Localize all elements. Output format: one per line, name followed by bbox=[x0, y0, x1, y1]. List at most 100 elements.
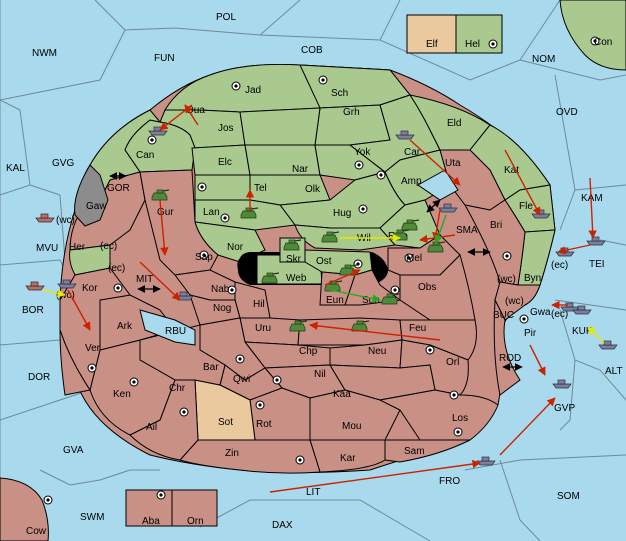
land-label-ver: Ver bbox=[85, 343, 101, 354]
sea-label-gva: GVA bbox=[63, 445, 84, 456]
sea-label-rbu: RBU bbox=[165, 326, 186, 337]
sea-label-alt: ALT bbox=[605, 366, 623, 377]
land-label-rot: Rot bbox=[256, 419, 272, 430]
province-orn[interactable] bbox=[171, 489, 218, 527]
land-label-orn: Orn bbox=[187, 516, 204, 527]
sea-label-nom: NOM bbox=[532, 54, 555, 65]
province-ver[interactable] bbox=[59, 329, 91, 396]
sea-label-nwm: NWM bbox=[32, 48, 57, 59]
land-label-hil: Hil bbox=[253, 299, 265, 310]
sea-label-kam: KAM bbox=[581, 193, 603, 204]
land-label-sam: Sam bbox=[404, 446, 425, 457]
land-label-ost: Ost bbox=[316, 256, 332, 267]
coast-label-kor-ec: (ec) bbox=[108, 263, 125, 274]
land-label-chr: Chr bbox=[169, 383, 186, 394]
land-label-byn: Byn bbox=[524, 273, 541, 284]
sea-label-gvp: GVP bbox=[554, 403, 575, 414]
province-zin[interactable] bbox=[179, 439, 321, 474]
sea-label-som: SOM bbox=[557, 491, 580, 502]
province-nar[interactable] bbox=[244, 144, 321, 176]
coast-label-gwa-ec: (ec) bbox=[551, 309, 568, 320]
sea-sma-inlet bbox=[417, 169, 459, 201]
land-label-eun: Eun bbox=[326, 295, 344, 306]
province-pir[interactable] bbox=[493, 298, 521, 396]
province-con[interactable] bbox=[559, 0, 626, 71]
land-label-ark: Ark bbox=[117, 321, 133, 332]
land-label-mel: Mel bbox=[406, 253, 422, 264]
land-label-elc: Elc bbox=[218, 157, 232, 168]
land-label-her: Her bbox=[69, 242, 86, 253]
province-sam[interactable] bbox=[384, 439, 471, 463]
province-cow[interactable] bbox=[0, 477, 49, 541]
province-kar[interactable] bbox=[309, 439, 386, 473]
land-label-eld: Eld bbox=[447, 118, 461, 129]
land-label-kar: Kar bbox=[340, 453, 356, 464]
land-label-hug: Hug bbox=[333, 208, 351, 219]
province-qua-inner[interactable] bbox=[239, 107, 321, 146]
land-label-grh: Grh bbox=[343, 107, 360, 118]
land-label-uru: Uru bbox=[255, 323, 271, 334]
land-label-sap: Sap bbox=[195, 252, 213, 263]
land-label-kor: Kor bbox=[82, 283, 98, 294]
land-label-cow: Cow bbox=[26, 526, 47, 537]
coast-label-byn-ec: (ec) bbox=[551, 260, 568, 271]
land-label-aba: Aba bbox=[142, 516, 160, 527]
land-label-elf: Elf bbox=[426, 39, 438, 50]
land-label-los: Los bbox=[452, 413, 468, 424]
coast-label-kor-wc: (wc) bbox=[56, 290, 75, 301]
land-label-sch: Sch bbox=[331, 88, 348, 99]
land-label-bri: Bri bbox=[490, 220, 502, 231]
sea-label-tei: TEI bbox=[589, 259, 605, 270]
land-label-gaw: Gaw bbox=[86, 201, 107, 212]
sea-label-ovd: OVD bbox=[556, 107, 578, 118]
province-los[interactable] bbox=[378, 389, 499, 441]
land-label-jad: Jad bbox=[245, 85, 261, 96]
province-nog[interactable] bbox=[189, 294, 241, 326]
land-label-feu: Feu bbox=[409, 323, 426, 334]
land-label-hel: Hel bbox=[465, 39, 480, 50]
land-label-obs: Obs bbox=[418, 282, 436, 293]
land-label-lan: Lan bbox=[203, 207, 220, 218]
land-label-qua: Qua bbox=[186, 105, 205, 116]
sea-label-fro: FRO bbox=[439, 476, 460, 487]
sea-rbu-inlet bbox=[139, 309, 196, 346]
land-label-yok: Yok bbox=[354, 147, 371, 158]
land-label-con: Con bbox=[594, 37, 612, 48]
land-label-nog: Nog bbox=[213, 303, 231, 314]
land-label-gur: Gur bbox=[157, 207, 174, 218]
land-label-fle: Fle bbox=[519, 201, 533, 212]
province-gwa[interactable] bbox=[494, 281, 541, 321]
land-label-orl: Orl bbox=[446, 357, 459, 368]
land-label-tel: Tel bbox=[254, 183, 267, 194]
land-label-pir: Pir bbox=[524, 328, 537, 339]
land-label-kat: Kat bbox=[504, 165, 519, 176]
land-label-olk: Olk bbox=[305, 184, 321, 195]
land-label-gwa: Gwa bbox=[530, 307, 551, 318]
sea-label-gor: GOR bbox=[107, 183, 130, 194]
land-label-car: Car bbox=[404, 147, 421, 158]
sea-label-bor: BOR bbox=[22, 305, 44, 316]
land-label-nor: Nor bbox=[227, 242, 244, 253]
coast-label-byn-wc: (wc) bbox=[497, 274, 516, 285]
sea-label-cob: COB bbox=[301, 45, 323, 56]
sea-label-swm: SWM bbox=[80, 512, 104, 523]
land-label-nab: Nab bbox=[211, 284, 230, 295]
province-ken[interactable] bbox=[89, 339, 176, 436]
sea-label-mvu: MVU bbox=[36, 243, 58, 254]
land-label-mou: Mou bbox=[342, 421, 361, 432]
land-label-ken: Ken bbox=[113, 389, 131, 400]
land-label-qwi: Qwi bbox=[233, 374, 250, 385]
sea-label-sma: SMA bbox=[456, 225, 478, 236]
province-gaw[interactable] bbox=[74, 164, 109, 227]
land-label-chp: Chp bbox=[299, 346, 318, 357]
land-label-sot: Sot bbox=[218, 417, 233, 428]
order-arrows bbox=[41, 104, 605, 493]
coast-label-her-ec: (ec) bbox=[100, 241, 117, 252]
land-label-zin: Zin bbox=[225, 448, 239, 459]
province-bri[interactable] bbox=[464, 199, 526, 286]
province-feu-w[interactable] bbox=[297, 317, 403, 346]
canal-connections bbox=[109, 172, 523, 371]
land-label-skr: Skr bbox=[286, 254, 302, 265]
